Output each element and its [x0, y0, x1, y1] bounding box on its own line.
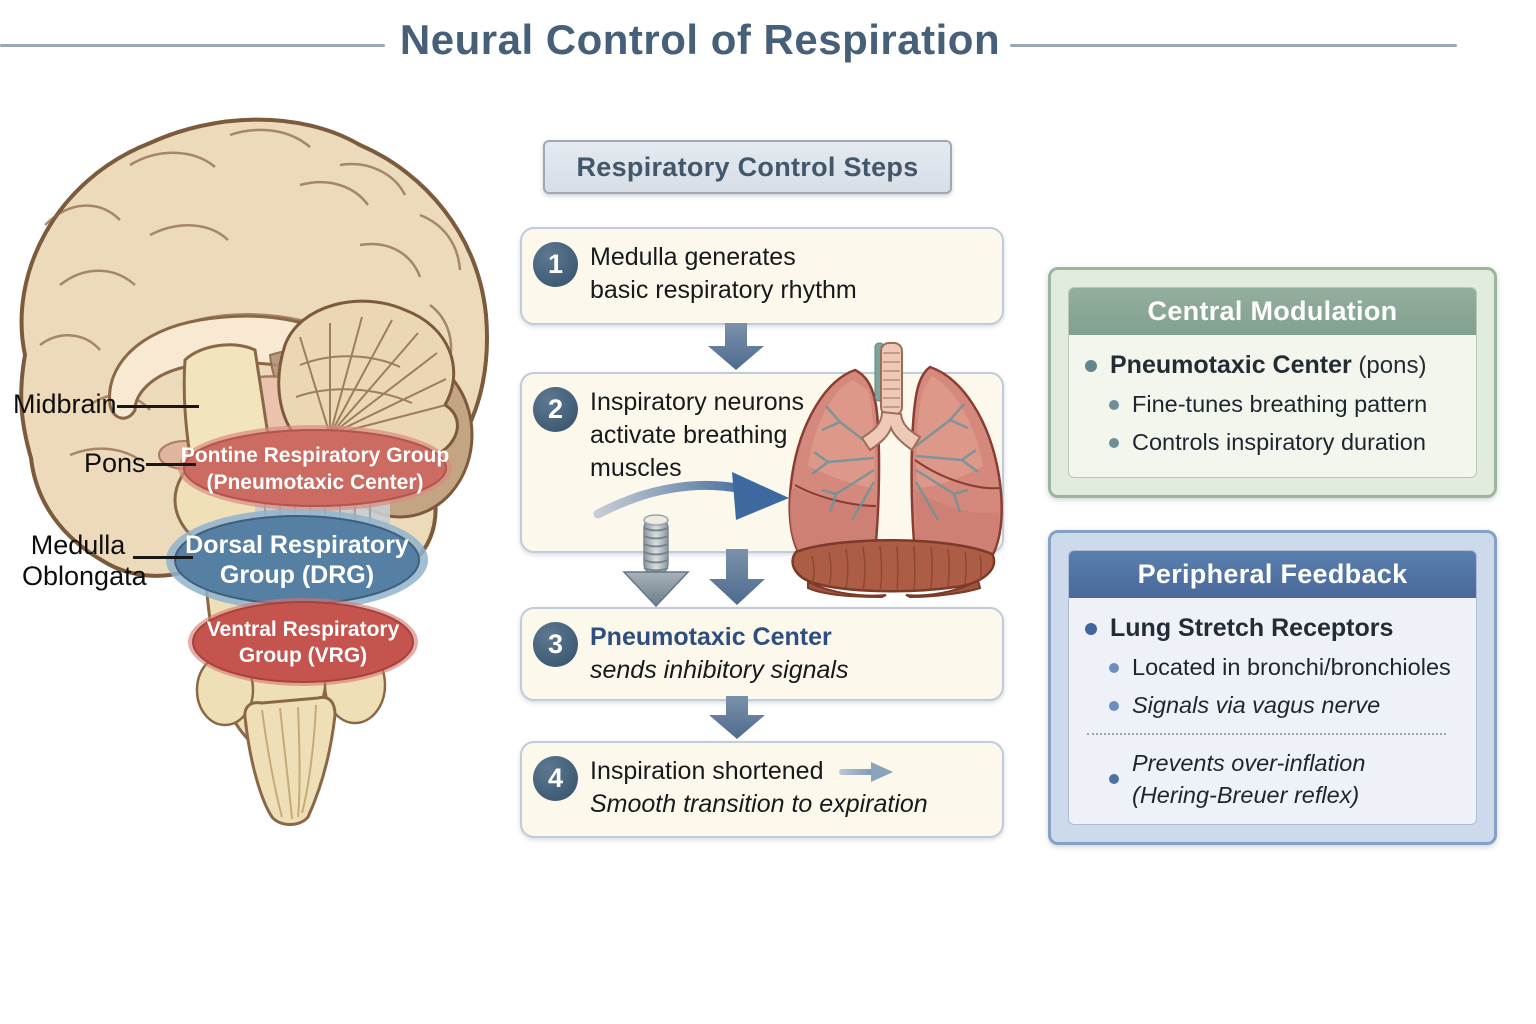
peripheral-feedback-header: Peripheral Feedback: [1069, 551, 1476, 598]
step-2-line2: activate breathing: [590, 421, 788, 449]
title-rule-right: [1010, 44, 1457, 47]
region-vrg-label-line1: Ventral Respiratory: [207, 618, 400, 641]
region-drg: Dorsal Respiratory Group (DRG): [166, 509, 428, 611]
region-vrg: Ventral Respiratory Group (VRG): [188, 598, 418, 686]
step-3-text: Pneumotaxic Center sends inhibitory sign…: [590, 621, 848, 687]
label-medulla-oblongata: Medulla Oblongata: [22, 530, 147, 592]
step-2-number: 2: [533, 387, 578, 432]
region-prg: Pontine Respiratory Group (Pneumotaxic C…: [178, 425, 452, 511]
medulla-pointer-line: [133, 556, 193, 559]
step-2-line1: Inspiratory neurons: [590, 388, 805, 416]
small-right-arrow-icon: [839, 762, 894, 782]
peripheral-extra-line2: (Hering-Breuer reflex): [1132, 782, 1360, 808]
bullet-dot-icon: [1085, 622, 1097, 635]
segmented-arrow-down: [622, 514, 690, 608]
central-bullet-suffix: (pons): [1351, 352, 1427, 379]
step-3-title: Pneumotaxic Center: [590, 623, 832, 651]
midbrain-pointer-line: [117, 405, 199, 408]
arrow-down-3: [709, 696, 765, 739]
peripheral-sub-bullet-1: Located in bronchi/bronchioles: [1109, 654, 1462, 681]
region-vrg-label-line2: Group (VRG): [239, 644, 367, 667]
region-drg-label-line1: Dorsal Respiratory: [185, 531, 409, 559]
page-title: Neural Control of Respiration: [399, 16, 1001, 63]
bullet-dot-icon: [1085, 359, 1097, 372]
step-4-number: 4: [533, 756, 578, 801]
peripheral-feedback-panel: Peripheral Feedback Lung Stretch Recepto…: [1048, 530, 1497, 845]
step-4-text: Inspiration shortened Smooth transition …: [590, 755, 928, 821]
curved-arrow-to-lungs: [593, 472, 789, 520]
central-modulation-panel: Central Modulation Pneumotaxic Center (p…: [1048, 267, 1497, 498]
step-1-line1: Medulla generates: [590, 243, 796, 271]
peripheral-sub-bullet-2: Signals via vagus nerve: [1109, 692, 1462, 719]
central-sub-bullet-1: Fine-tunes breathing pattern: [1109, 391, 1462, 418]
central-modulation-header: Central Modulation: [1069, 288, 1476, 335]
peripheral-feedback-inner: Peripheral Feedback Lung Stretch Recepto…: [1068, 550, 1477, 825]
peripheral-bullet-text: Lung Stretch Receptors: [1110, 614, 1394, 642]
arrow-down-1: [708, 323, 764, 370]
central-main-bullet: Pneumotaxic Center (pons): [1085, 351, 1462, 380]
peripheral-feedback-body: Lung Stretch Receptors Located in bronch…: [1069, 598, 1476, 811]
central-main-bullet-text: Pneumotaxic Center (pons): [1110, 351, 1426, 380]
peripheral-extra-line1: Prevents over-inflation: [1132, 750, 1366, 776]
step-2-line3: muscles: [590, 454, 682, 482]
bullet-dot-icon: [1109, 700, 1119, 711]
step-3-line2: sends inhibitory signals: [590, 656, 849, 684]
lungs-illustration: [788, 342, 1003, 598]
step-4-line2: Smooth transition to expiration: [590, 790, 928, 818]
title-rule-left: [0, 44, 385, 47]
dotted-divider: [1087, 733, 1446, 735]
peripheral-extra-text: Prevents over-inflation (Hering-Breuer r…: [1132, 747, 1365, 811]
peripheral-main-bullet: Lung Stretch Receptors: [1085, 614, 1462, 643]
bullet-dot-icon: [1109, 774, 1119, 784]
region-drg-label-line2: Group (DRG): [220, 561, 374, 589]
central-sub1-text: Fine-tunes breathing pattern: [1132, 391, 1428, 417]
spinal-cord-shape: [243, 695, 337, 826]
central-sub2-text: Controls inspiratory duration: [1132, 429, 1426, 455]
central-bullet-bold: Pneumotaxic Center: [1110, 351, 1352, 379]
step-1-number: 1: [533, 242, 578, 287]
arrow-down-2: [709, 549, 765, 605]
label-medulla-line2: Oblongata: [22, 561, 147, 591]
step-box-3: 3 Pneumotaxic Center sends inhibitory si…: [520, 607, 1004, 701]
pons-pointer-line: [146, 463, 196, 466]
label-midbrain: Midbrain: [13, 389, 117, 419]
peripheral-extra-bullet: Prevents over-inflation (Hering-Breuer r…: [1109, 747, 1462, 811]
region-prg-label-line2: (Pneumotaxic Center): [206, 471, 423, 494]
step-1-text: Medulla generates basic respiratory rhyt…: [590, 241, 857, 307]
brain-illustration: Pontine Respiratory Group (Pneumotaxic C…: [19, 117, 489, 826]
bullet-dot-icon: [1109, 437, 1119, 448]
step-2-text: Inspiratory neurons activate breathing m…: [590, 386, 804, 485]
bullet-dot-icon: [1109, 399, 1119, 410]
bullet-dot-icon: [1109, 662, 1119, 673]
label-pons: Pons: [84, 448, 146, 478]
step-3-number: 3: [533, 622, 578, 667]
region-prg-label-line1: Pontine Respiratory Group: [181, 444, 449, 467]
central-modulation-body: Pneumotaxic Center (pons) Fine-tunes bre…: [1069, 335, 1476, 456]
step-4-line1-row: Inspiration shortened: [590, 755, 928, 788]
step-4-line1: Inspiration shortened: [590, 757, 824, 785]
peripheral-sub1-text: Located in bronchi/bronchioles: [1132, 654, 1451, 680]
step-box-1: 1 Medulla generates basic respiratory rh…: [520, 227, 1004, 325]
step-box-4: 4 Inspiration shortened Smooth transitio…: [520, 741, 1004, 838]
label-medulla-line1: Medulla: [30, 530, 126, 560]
cord-striations: [261, 704, 317, 820]
central-sub-bullet-2: Controls inspiratory duration: [1109, 429, 1462, 456]
peripheral-sub2-text: Signals via vagus nerve: [1132, 692, 1381, 718]
step-1-line2: basic respiratory rhythm: [590, 276, 857, 304]
flowchart-header: Respiratory Control Steps: [543, 140, 952, 194]
central-modulation-inner: Central Modulation Pneumotaxic Center (p…: [1068, 287, 1477, 478]
